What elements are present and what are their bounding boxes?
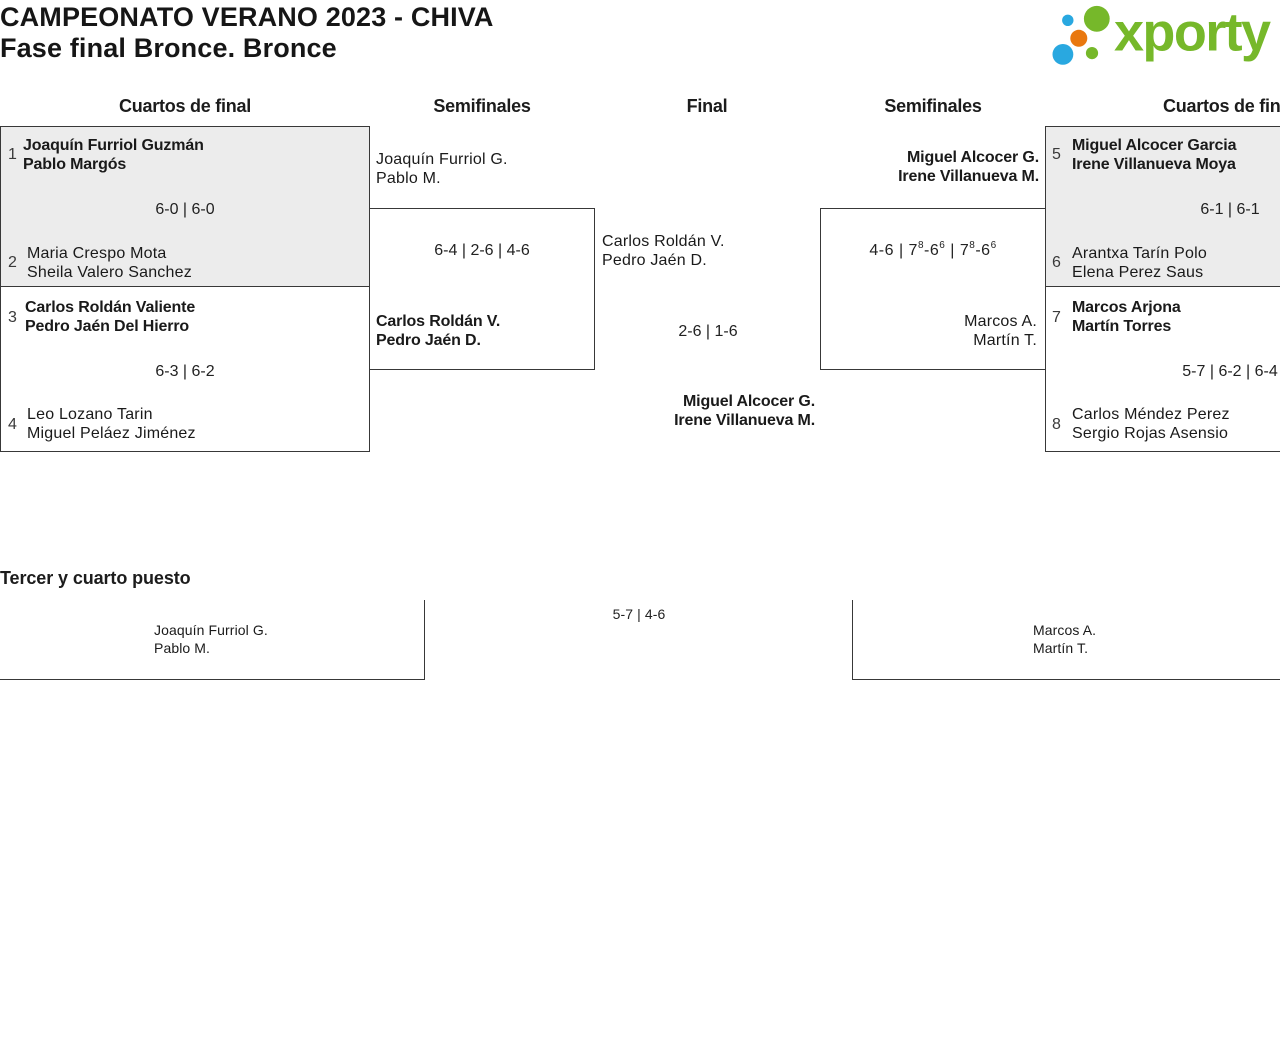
- svg-text:xporty: xporty: [1114, 4, 1271, 63]
